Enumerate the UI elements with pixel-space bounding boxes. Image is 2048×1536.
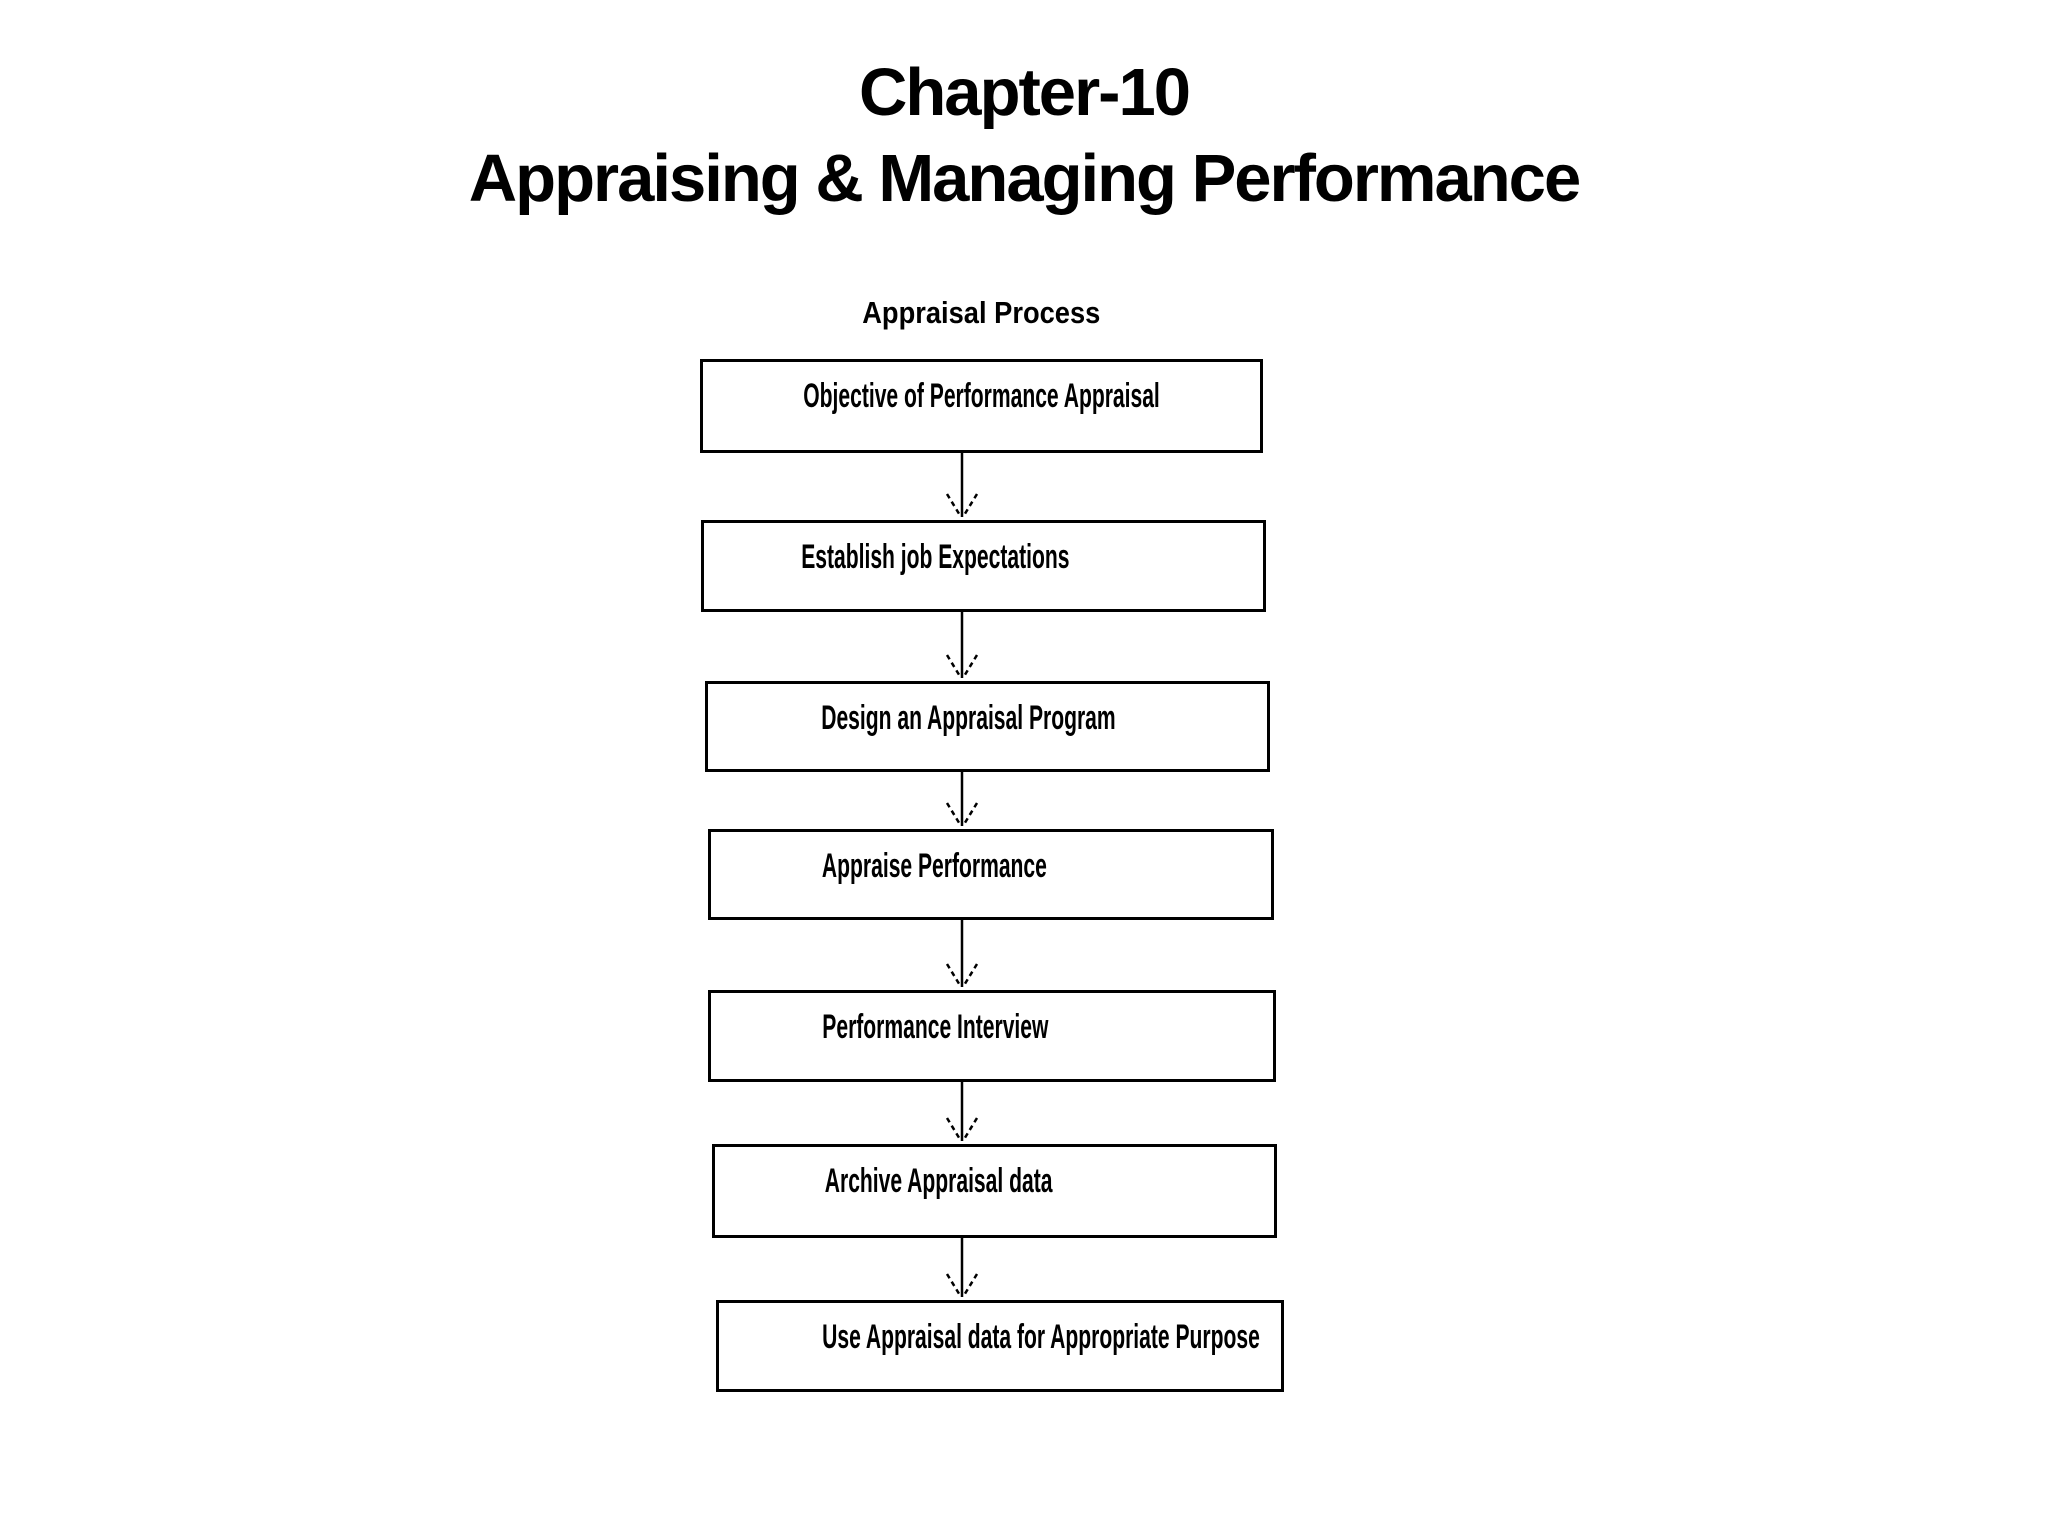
flow-arrow-4 xyxy=(945,920,979,988)
flow-step-label: Establish job Expectations xyxy=(801,538,1070,576)
slide-title-line2: Appraising & Managing Performance xyxy=(468,140,1581,216)
diagram-heading: Appraisal Process xyxy=(861,295,1101,330)
flow-step-performance-interview: Performance Interview xyxy=(708,990,1276,1082)
flow-step-archive-data: Archive Appraisal data xyxy=(712,1144,1277,1238)
flow-step-establish-expectations: Establish job Expectations xyxy=(701,520,1266,612)
flow-step-objective: Objective of Performance Appraisal xyxy=(700,359,1263,453)
flow-step-use-data: Use Appraisal data for Appropriate Purpo… xyxy=(716,1300,1284,1392)
flow-arrow-3 xyxy=(945,772,979,827)
flow-arrow-6 xyxy=(945,1238,979,1298)
flow-step-label: Design an Appraisal Program xyxy=(821,699,1116,737)
slide-title-line1: Chapter-10 xyxy=(859,55,1191,130)
flow-arrow-2 xyxy=(945,612,979,679)
flow-step-label: Objective of Performance Appraisal xyxy=(803,377,1160,415)
flow-step-label: Use Appraisal data for Appropriate Purpo… xyxy=(822,1318,1260,1356)
flow-step-appraise-performance: Appraise Performance xyxy=(708,829,1274,920)
flow-step-design-program: Design an Appraisal Program xyxy=(705,681,1270,772)
flow-arrow-1 xyxy=(945,453,979,518)
flow-arrow-5 xyxy=(945,1082,979,1142)
flow-step-label: Archive Appraisal data xyxy=(824,1162,1053,1200)
flow-step-label: Performance Interview xyxy=(821,1008,1049,1046)
flow-step-label: Appraise Performance xyxy=(821,847,1047,885)
slide-title: Chapter-10 Appraising & Managing Perform… xyxy=(0,50,2048,222)
